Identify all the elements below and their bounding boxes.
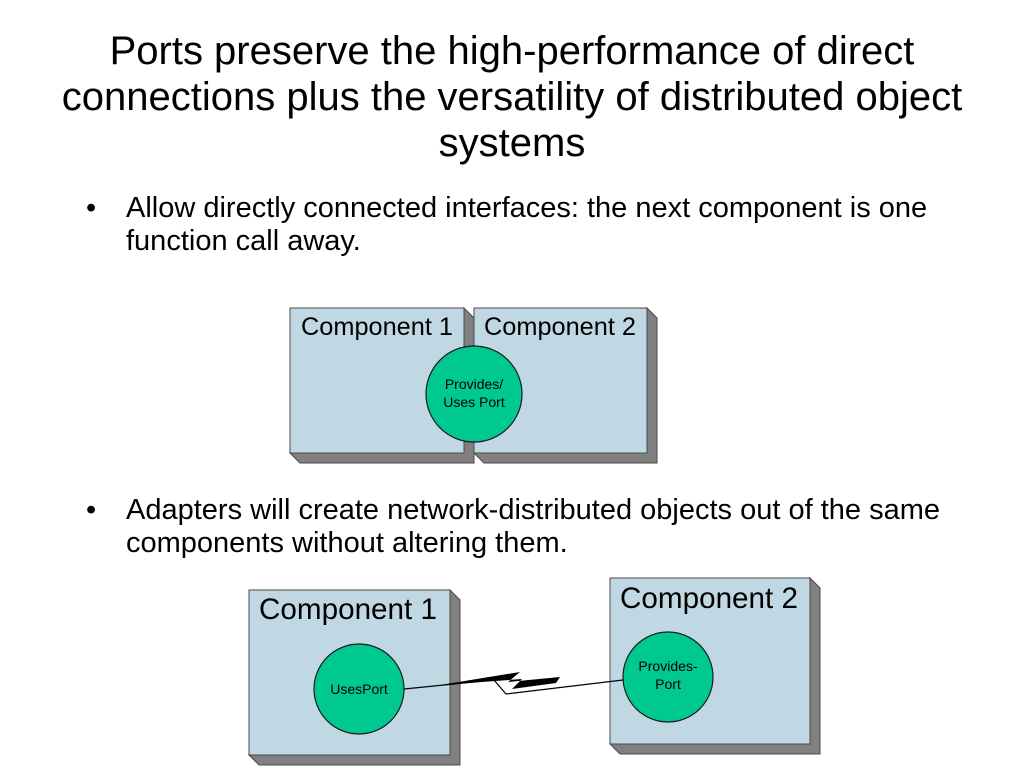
direct-connection-diagram: Component 1 Component 2 Provides/ Uses P… (288, 306, 658, 464)
component-1-label: Component 1 (259, 593, 437, 626)
network-link-thin (403, 679, 624, 695)
uses-port-label: UsesPort (330, 681, 388, 697)
port-circle (622, 631, 714, 723)
bullet-marker: • (86, 494, 97, 526)
network-link-bolt (440, 672, 560, 689)
provides-port-label-line2: Port (655, 676, 681, 692)
bullet-text: Adapters will create network-distributed… (126, 494, 941, 559)
bullet-adapters: • Adapters will create network-distribut… (86, 494, 966, 560)
provides-uses-port: Provides/ Uses Port (425, 345, 523, 443)
component-2-label: Component 2 (484, 313, 636, 341)
port-label-line1: Provides/ (445, 376, 503, 392)
port-label-line2: Uses Port (443, 394, 505, 410)
provides-port-label-line1: Provides- (638, 658, 697, 674)
distributed-diagram: Component 1 Component 2 UsesPort Provide… (247, 576, 821, 766)
bullet-text: Allow directly connected interfaces: the… (126, 192, 928, 257)
port-circle (425, 345, 523, 443)
bullet-direct-connections: • Allow directly connected interfaces: t… (86, 192, 966, 258)
provides-port: Provides- Port (622, 631, 714, 723)
bullet-marker: • (86, 192, 97, 224)
uses-port: UsesPort (313, 643, 405, 735)
component-2-label: Component 2 (620, 582, 798, 615)
port-circle (313, 643, 405, 735)
slide-title: Ports preserve the high-performance of d… (61, 29, 963, 165)
component-1-label: Component 1 (301, 313, 453, 341)
